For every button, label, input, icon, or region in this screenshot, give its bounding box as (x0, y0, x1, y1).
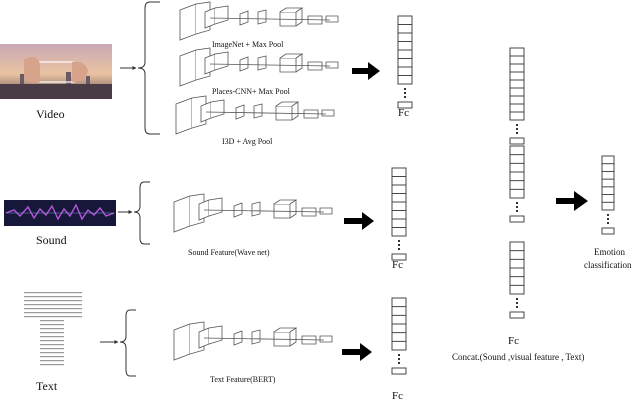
concat-vector-visual (509, 47, 525, 145)
wavenet-label: Sound Feature(Wave net) (188, 248, 270, 257)
text-arrow (342, 343, 372, 361)
text-thumbnail (24, 292, 82, 366)
fc-video-vector (397, 15, 413, 109)
sound-label: Sound (36, 233, 67, 247)
fc-text-label: Fc (392, 390, 403, 400)
concat-caption: Concat.(Sound ,visual feature , Text) (452, 352, 584, 362)
fc-sound-label: Fc (392, 259, 403, 271)
video-thumbnail (0, 44, 112, 99)
imagenet-label: ImageNet + Max Pool (212, 40, 284, 49)
classification-label: classification (584, 260, 632, 270)
cnn-wavenet (173, 193, 333, 233)
places-label: Places-CNN+ Max Pool (212, 87, 291, 96)
sound-thumbnail (4, 200, 116, 226)
cnn-imagenet (179, 1, 339, 41)
output-arrow (556, 191, 588, 211)
video-label: Video (36, 107, 65, 121)
text-brace (100, 309, 136, 377)
emotion-label: Emotion (594, 247, 625, 257)
video-brace (120, 1, 160, 135)
cnn-i3d (175, 95, 335, 135)
concat-vector-sound (509, 145, 525, 223)
fc-sound-vector (391, 167, 407, 261)
cnn-places (179, 47, 339, 87)
concat-vector-text (509, 241, 525, 319)
fc-concat-label: Fc (508, 335, 519, 347)
emotion-vector (601, 155, 615, 235)
bert-label: Text Feature(BERT) (210, 375, 276, 384)
video-arrow (352, 62, 380, 80)
text-label: Text (36, 379, 58, 393)
cnn-bert (173, 321, 333, 361)
i3d-label: I3D + Avg Pool (222, 137, 273, 146)
sound-arrow (344, 212, 374, 230)
fc-text-vector (391, 297, 407, 375)
fc-video-label: Fc (398, 107, 409, 119)
sound-brace (118, 181, 150, 245)
